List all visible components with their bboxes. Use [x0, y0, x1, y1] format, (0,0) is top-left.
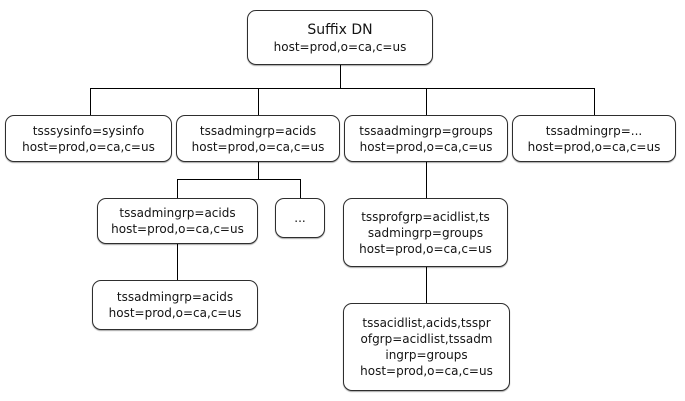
node-rdn: tssaadmingrp=groups — [359, 123, 493, 138]
node-dn: host=prod,o=ca,c=us — [359, 241, 492, 256]
connector-drop-child — [177, 179, 178, 198]
node-rdn: tsssysinfo=sysinfo — [32, 123, 145, 138]
node-dn: host=prod,o=ca,c=us — [527, 139, 661, 154]
node-tssadmingrp-more: tssadmingrp=... host=prod,o=ca,c=us — [512, 115, 676, 162]
connector-profgrp-acidlist — [426, 267, 427, 303]
connector-drop-ellipsis — [300, 179, 301, 198]
connector-child-grandchild — [177, 244, 178, 280]
node-tssadmingrp-acids-grandchild: tssadmingrp=acids host=prod,o=ca,c=us — [92, 280, 258, 330]
node-rdn-wrap2: ingrp=groups — [385, 348, 468, 362]
node-rdn-wrap: ofgrp=acidlist,tssadm — [360, 332, 493, 346]
connector-drop-admingrp2 — [594, 88, 595, 115]
connector-drop-aadmingrp — [426, 88, 427, 115]
node-rdn: tssadmingrp=acids — [199, 123, 317, 138]
node-dn: host=prod,o=ca,c=us — [273, 39, 407, 54]
ellipsis-label: ... — [294, 211, 306, 225]
node-dn: host=prod,o=ca,c=us — [22, 139, 155, 154]
connector-aadmingrp-child — [426, 162, 427, 198]
node-tssaadmingrp-groups: tssaadmingrp=groups host=prod,o=ca,c=us — [344, 115, 508, 162]
connector-root-stem — [340, 65, 341, 88]
node-rdn: tssprofgrp=acidlist,ts — [361, 209, 490, 224]
node-title: Suffix DN — [307, 21, 373, 38]
connector-admingrp-stem — [258, 162, 259, 179]
node-rdn-wrap: sadmingrp=groups — [367, 225, 484, 240]
node-rdn: tssadmingrp=acids — [116, 290, 234, 304]
node-tssacidlist: tssacidlist,acids,tsspr ofgrp=acidlist,t… — [343, 303, 510, 391]
connector-drop-admingrp — [258, 88, 259, 115]
node-dn: host=prod,o=ca,c=us — [191, 139, 325, 154]
node-dn: host=prod,o=ca,c=us — [111, 222, 244, 236]
node-tssadmingrp-acids: tssadmingrp=acids host=prod,o=ca,c=us — [176, 115, 340, 162]
node-rdn: tssadmingrp=acids — [119, 206, 236, 220]
node-tsssysinfo: tsssysinfo=sysinfo host=prod,o=ca,c=us — [5, 115, 172, 162]
node-rdn: tssacidlist,acids,tsspr — [362, 316, 491, 330]
node-dn: host=prod,o=ca,c=us — [359, 139, 493, 154]
connector-level2-rail — [177, 179, 301, 180]
node-tssprofgrp: tssprofgrp=acidlist,ts sadmingrp=groups … — [343, 198, 508, 267]
node-dn: host=prod,o=ca,c=us — [360, 364, 493, 378]
node-suffix-dn: Suffix DN host=prod,o=ca,c=us — [247, 10, 433, 65]
node-dn: host=prod,o=ca,c=us — [108, 306, 242, 320]
connector-drop-sysinfo — [90, 88, 91, 115]
connector-level1-rail — [90, 88, 595, 89]
node-ellipsis: ... — [275, 198, 325, 238]
node-tssadmingrp-acids-child: tssadmingrp=acids host=prod,o=ca,c=us — [97, 198, 258, 244]
node-rdn: tssadmingrp=... — [545, 123, 643, 138]
